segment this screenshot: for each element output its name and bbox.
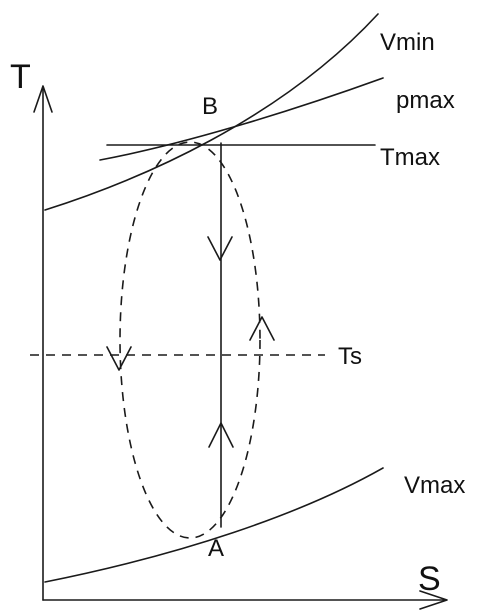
cycle-ellipse: [119, 141, 261, 539]
up-arrow-vertical: [208, 422, 234, 448]
point-a-label: A: [208, 535, 224, 562]
tmax-label: Tmax: [380, 144, 440, 171]
point-b-label: B: [202, 93, 218, 120]
pmax-label: pmax: [396, 87, 455, 114]
pmax-curve: [99, 77, 384, 161]
down-arrow-left-branch: [106, 346, 132, 371]
t-axis-label: T: [10, 58, 31, 96]
down-arrow-vertical: [207, 236, 233, 261]
vmax-label: Vmax: [404, 472, 465, 499]
vmin-curve: [44, 13, 379, 211]
up-arrow-right-branch: [249, 316, 275, 341]
vmin-label: Vmin: [380, 29, 435, 56]
t-axis-arrowhead: [33, 85, 53, 113]
s-axis-label: S: [418, 560, 441, 598]
ts-label: Ts: [338, 343, 362, 370]
s-axis-arrowhead: [419, 590, 448, 610]
vmax-curve: [44, 467, 384, 583]
